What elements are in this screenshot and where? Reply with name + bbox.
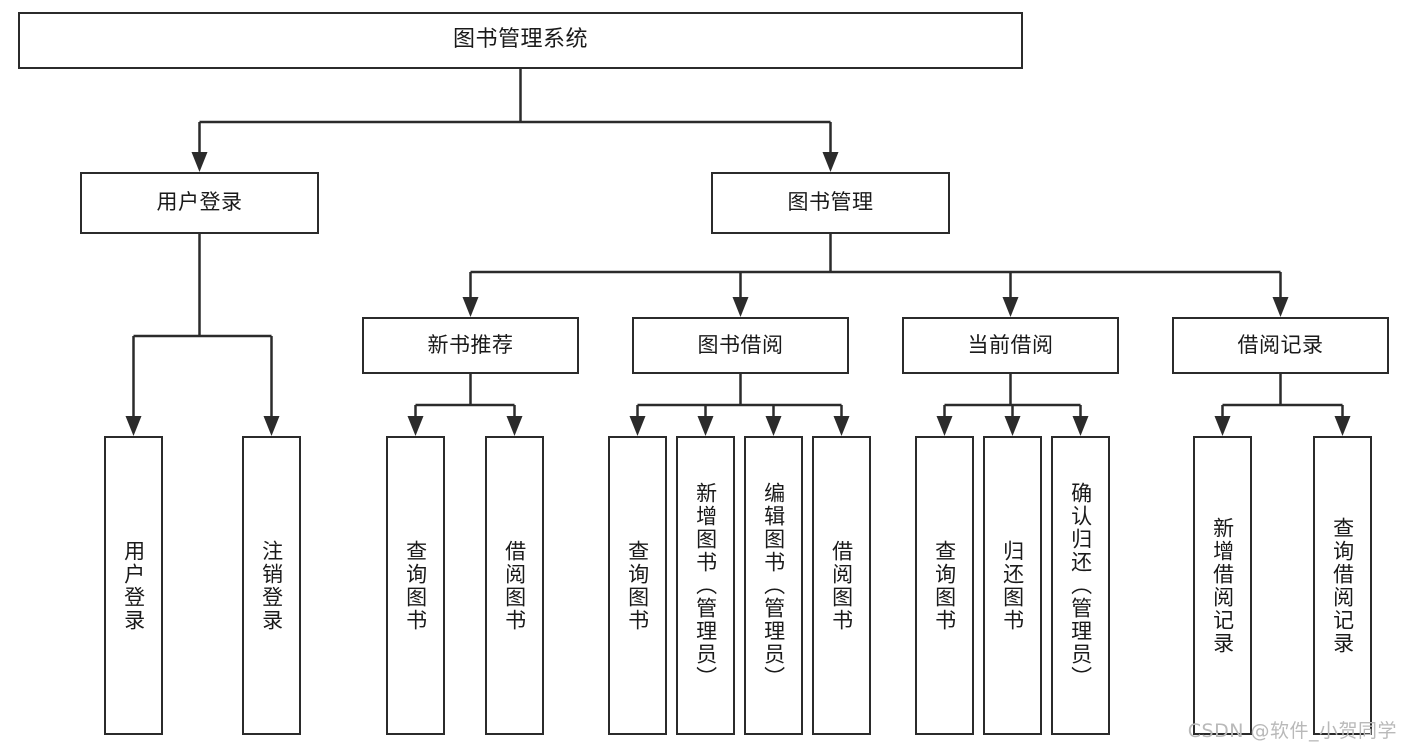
node-leaf-logout[interactable]: 注销登录 — [242, 436, 301, 735]
edge-0-arrow-0-head — [191, 152, 208, 172]
node-leaf-add-record[interactable]: 新增借阅记录 — [1193, 436, 1252, 735]
node-label: 借阅图书 — [829, 539, 854, 632]
node-label: 用户登录 — [121, 539, 146, 632]
node-leaf-borrow-book-rec[interactable]: 借阅图书 — [485, 436, 544, 735]
node-current-borrow[interactable]: 当前借阅 — [902, 317, 1119, 374]
edge-2-arrow-0-head — [462, 297, 479, 317]
edge-0-arrow-1-head — [822, 152, 839, 172]
node-label: 新增借阅记录 — [1210, 516, 1235, 655]
node-label: 确认归还（管理员） — [1068, 482, 1093, 689]
node-user-login[interactable]: 用户登录 — [80, 172, 319, 234]
node-leaf-return-book[interactable]: 归还图书 — [983, 436, 1042, 735]
edge-4-arrow-3-head — [833, 416, 850, 436]
node-leaf-query-book-rec[interactable]: 查询图书 — [386, 436, 445, 735]
node-new-book-rec[interactable]: 新书推荐 — [362, 317, 579, 374]
node-leaf-borrow-book[interactable]: 借阅图书 — [812, 436, 871, 735]
node-label: 查询图书 — [932, 539, 957, 632]
node-label: 图书管理系统 — [452, 27, 588, 53]
node-leaf-edit-book[interactable]: 编辑图书（管理员） — [744, 436, 803, 735]
edge-4-arrow-2-head — [765, 416, 782, 436]
node-label: 注销登录 — [259, 539, 284, 632]
node-label: 借阅记录 — [1237, 332, 1324, 357]
node-book-borrow[interactable]: 图书借阅 — [632, 317, 849, 374]
edge-6-arrow-1-head — [1334, 416, 1351, 436]
edge-4-arrow-0-head — [629, 416, 646, 436]
node-label: 归还图书 — [1000, 539, 1025, 632]
watermark-text: CSDN @软件_小贺同学 — [1187, 720, 1397, 742]
node-borrow-record[interactable]: 借阅记录 — [1172, 317, 1389, 374]
node-leaf-confirm-return[interactable]: 确认归还（管理员） — [1051, 436, 1110, 735]
edge-5-arrow-1-head — [1004, 416, 1021, 436]
edge-5-arrow-2-head — [1072, 416, 1089, 436]
node-label: 查询借阅记录 — [1330, 516, 1355, 655]
node-root[interactable]: 图书管理系统 — [18, 12, 1023, 69]
node-label: 新书推荐 — [427, 332, 514, 357]
edge-3-arrow-0-head — [407, 416, 424, 436]
node-leaf-user-login[interactable]: 用户登录 — [104, 436, 163, 735]
node-label: 借阅图书 — [502, 539, 527, 632]
edge-3-arrow-1-head — [506, 416, 523, 436]
edge-2-arrow-2-head — [1002, 297, 1019, 317]
edge-2-arrow-3-head — [1272, 297, 1289, 317]
node-label: 用户登录 — [156, 190, 243, 215]
node-label: 查询图书 — [625, 539, 650, 632]
edge-6-arrow-0-head — [1214, 416, 1231, 436]
edge-1-arrow-0-head — [125, 416, 142, 436]
node-label: 查询图书 — [403, 539, 428, 632]
node-leaf-query-book-borrow[interactable]: 查询图书 — [608, 436, 667, 735]
node-label: 编辑图书（管理员） — [761, 482, 786, 689]
node-label: 新增图书（管理员） — [693, 482, 718, 689]
node-leaf-query-record[interactable]: 查询借阅记录 — [1313, 436, 1372, 735]
node-label: 图书借阅 — [697, 332, 784, 357]
node-label: 图书管理 — [787, 190, 874, 215]
edge-2-arrow-1-head — [732, 297, 749, 317]
edge-1-arrow-1-head — [263, 416, 280, 436]
node-leaf-query-book-cur[interactable]: 查询图书 — [915, 436, 974, 735]
edge-4-arrow-1-head — [697, 416, 714, 436]
edge-5-arrow-0-head — [936, 416, 953, 436]
node-leaf-add-book[interactable]: 新增图书（管理员） — [676, 436, 735, 735]
node-label: 当前借阅 — [967, 332, 1054, 357]
node-book-manage[interactable]: 图书管理 — [711, 172, 950, 234]
